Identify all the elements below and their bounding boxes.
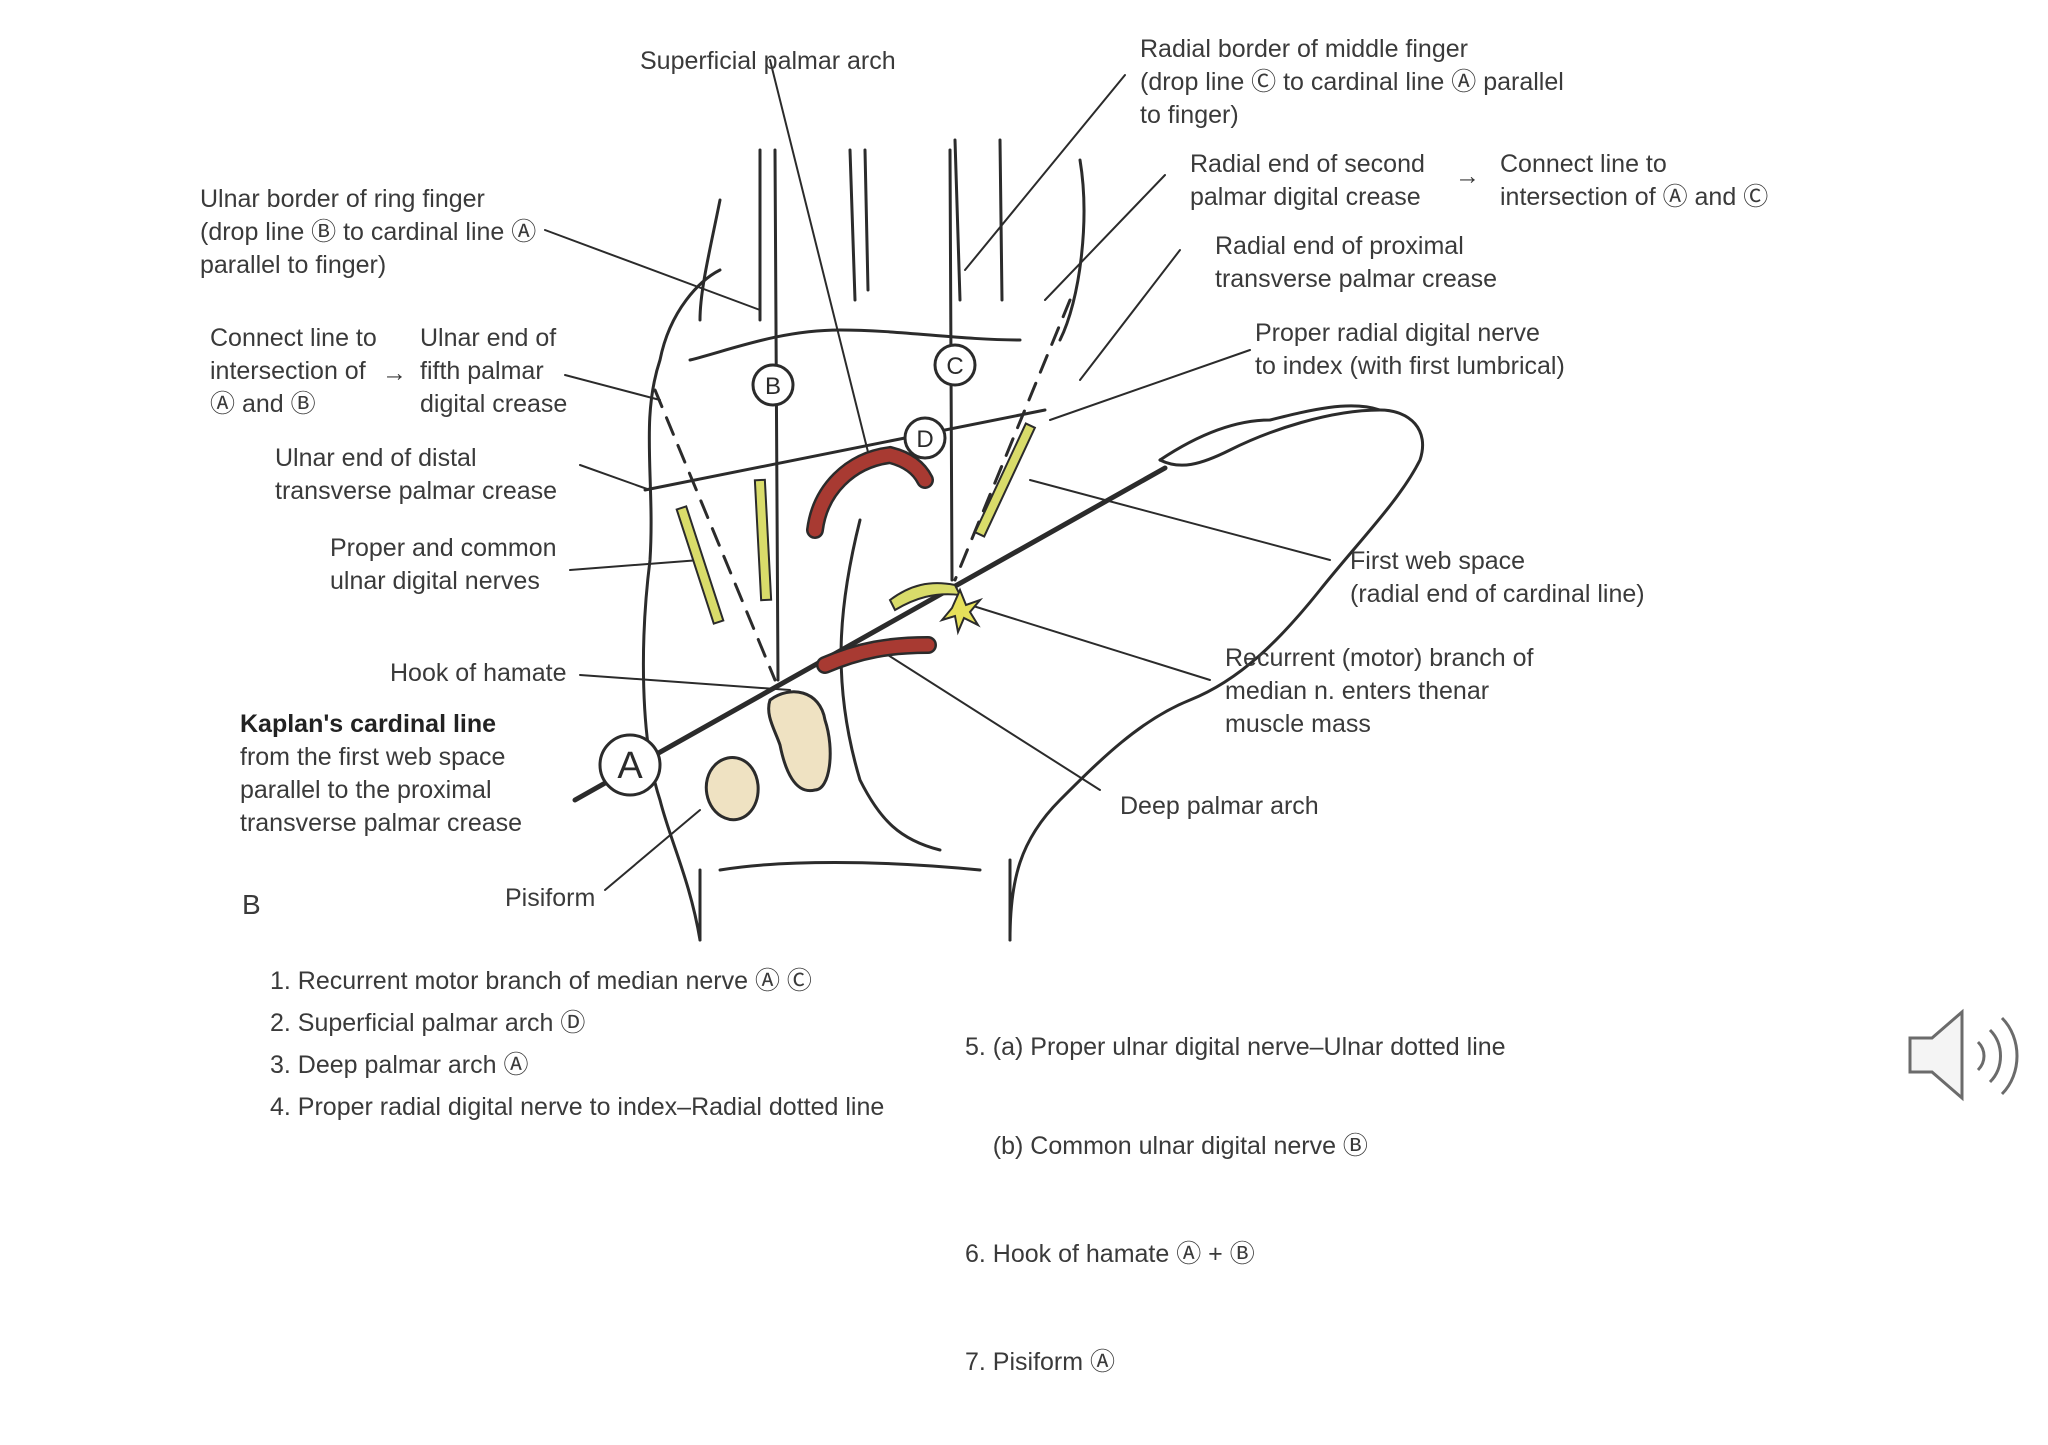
label-ulnar-border-ring: Ulnar border of ring finger (drop line Ⓑ… bbox=[200, 185, 537, 279]
panel-letter: B bbox=[242, 889, 261, 920]
legend-item: (b) Common ulnar digital nerve Ⓑ bbox=[965, 1132, 1368, 1160]
legend-left: 1. Recurrent motor branch of median nerv… bbox=[270, 965, 884, 1124]
marker-d: D bbox=[916, 426, 933, 453]
label-kaplan-line: Kaplan's cardinal line from the first we… bbox=[240, 710, 523, 837]
hand-diagram: A B C D bbox=[544, 59, 1425, 942]
motor-branch bbox=[888, 582, 962, 612]
legend-item: 5. (a) Proper ulnar digital nerve–Ulnar … bbox=[965, 1033, 1506, 1061]
label-recurrent-motor: Recurrent (motor) branch of median n. en… bbox=[1225, 644, 1534, 738]
label-proper-radial-digital: Proper radial digital nerve to index (wi… bbox=[1255, 319, 1565, 380]
label-hook-of-hamate: Hook of hamate bbox=[390, 659, 567, 687]
label-pisiform: Pisiform bbox=[505, 884, 596, 912]
label-radial-end-proximal: Radial end of proximal transverse palmar… bbox=[1215, 232, 1498, 293]
legend-item: 2. Superficial palmar arch Ⓓ bbox=[270, 1009, 586, 1037]
marker-c: C bbox=[946, 353, 963, 380]
label-connect-ab: Connect line to intersection of Ⓐ and Ⓑ bbox=[210, 324, 377, 418]
radial-dotted-line bbox=[953, 298, 1072, 582]
index-finger bbox=[953, 138, 1004, 302]
pisiform-bone bbox=[704, 756, 760, 822]
label-connect-ac: Connect line to intersection of Ⓐ and Ⓒ bbox=[1500, 150, 1769, 211]
label-superficial-palmar-arch: Superficial palmar arch bbox=[640, 47, 896, 75]
marker-d-circle bbox=[903, 416, 947, 460]
arrow-right-2: → bbox=[382, 359, 407, 387]
line-b bbox=[773, 148, 780, 682]
marker-b-circle bbox=[751, 363, 795, 407]
legend-item: 7. Pisiform Ⓐ bbox=[965, 1348, 1116, 1376]
marker-a: A bbox=[617, 745, 643, 787]
arrow-right-1: → bbox=[1455, 162, 1480, 190]
legend-right: 5. (a) Proper ulnar digital nerve–Ulnar … bbox=[965, 965, 1506, 1445]
label-proper-common-ulnar: Proper and common ulnar digital nerves bbox=[330, 534, 557, 595]
legend-item: 3. Deep palmar arch Ⓐ bbox=[270, 1051, 529, 1079]
motor-star bbox=[939, 587, 984, 636]
middle-finger bbox=[848, 148, 870, 302]
marker-a-circle bbox=[598, 733, 662, 797]
label-deep-palmar-arch: Deep palmar arch bbox=[1120, 792, 1319, 820]
thumb bbox=[1158, 404, 1382, 462]
marker-b: B bbox=[765, 373, 781, 400]
slide: A B C D Superficial palmar arch Radial b… bbox=[200, 35, 2030, 1376]
legend-item: 6. Hook of hamate Ⓐ + Ⓑ bbox=[965, 1240, 1255, 1268]
label-radial-border-middle: Radial border of middle finger (drop lin… bbox=[1140, 35, 1564, 129]
hand-outline-right bbox=[1008, 408, 1425, 942]
hamate-bone bbox=[767, 690, 832, 793]
marker-c-circle bbox=[933, 343, 977, 387]
speaker-icon[interactable] bbox=[1900, 1000, 2030, 1110]
ulnar-nerve-1 bbox=[675, 505, 725, 625]
ring-finger-base bbox=[698, 198, 722, 322]
ulnar-dotted-line bbox=[653, 388, 777, 682]
wrist-crease bbox=[718, 861, 982, 872]
cardinal-line bbox=[572, 465, 1168, 803]
hand-outline bbox=[641, 268, 722, 942]
ulnar-nerve-2 bbox=[753, 478, 773, 602]
web-crease bbox=[688, 328, 1022, 362]
label-ulnar-end-fifth: Ulnar end of fifth palmar digital crease bbox=[420, 324, 568, 418]
line-d bbox=[643, 408, 1047, 492]
superficial-palmar-arch bbox=[808, 448, 932, 537]
radial-nerve bbox=[973, 422, 1037, 538]
little-finger bbox=[1058, 158, 1086, 342]
label-ulnar-end-distal: Ulnar end of distal transverse palmar cr… bbox=[275, 444, 558, 505]
legend-item: 4. Proper radial digital nerve to index–… bbox=[270, 1093, 885, 1121]
deep-palmar-arch bbox=[818, 638, 935, 672]
label-radial-end-second: Radial end of second palmar digital crea… bbox=[1190, 150, 1425, 211]
thenar-crease bbox=[839, 518, 942, 852]
legend-item: 1. Recurrent motor branch of median nerv… bbox=[270, 967, 812, 995]
label-first-web-space: First web space (radial end of cardinal … bbox=[1350, 547, 1645, 608]
